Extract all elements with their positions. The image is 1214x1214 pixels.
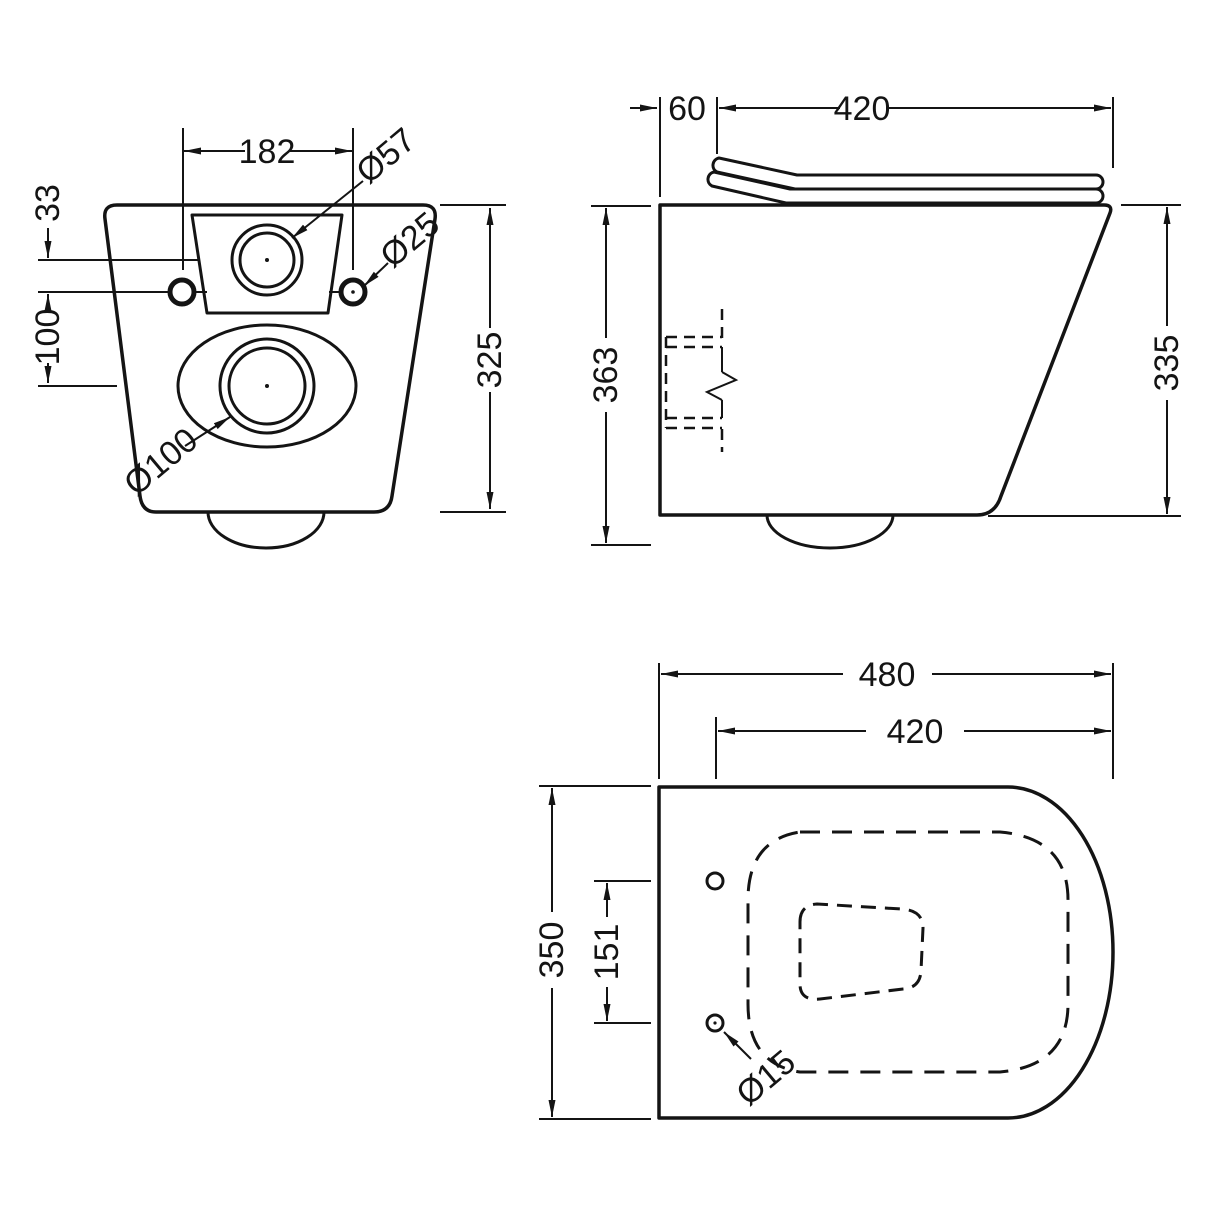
side-body-outline <box>658 203 1113 517</box>
outlet-outer-circle <box>218 337 316 435</box>
flush-inlet-center-mark <box>265 258 269 262</box>
rear-inlet-panel <box>190 213 344 315</box>
dia-hinge-hole-label: Ø15 <box>729 1043 803 1113</box>
leader-line <box>291 180 364 239</box>
top-body-outline <box>657 785 1115 1120</box>
hinge-hole-upper <box>705 871 725 891</box>
hinge-hole-center-mark <box>713 1021 717 1025</box>
top-view: 480 420 350 151 Ø15 <box>533 656 1115 1120</box>
fixing-hole-right-center-mark <box>351 290 355 294</box>
leader-line <box>184 416 231 447</box>
dim-back-offset-label: 60 <box>668 90 706 128</box>
dim-overall-projection-label: 480 <box>859 656 916 694</box>
dim-hole-spacing-label: 182 <box>239 133 296 171</box>
flush-inlet-outer-circle <box>230 223 304 297</box>
dim-rear-height-label: 325 <box>471 332 509 389</box>
rear-trap-bump <box>206 510 326 550</box>
flush-inlet-inner-circle <box>238 231 296 289</box>
dim-seat-projection-label: 420 <box>887 713 944 751</box>
side-view: 60 420 363 335 <box>587 90 1186 550</box>
dim-inlet-outlet-label: 100 <box>29 309 67 366</box>
dim-hinge-spacing-label: 151 <box>588 924 626 981</box>
outlet-recess-ellipse <box>176 323 358 449</box>
dim-total-height-label: 363 <box>587 347 625 404</box>
hidden-fixing-bracket <box>664 309 739 452</box>
leader-line <box>723 1031 752 1060</box>
rear-body-outline <box>103 203 437 514</box>
leader-line <box>363 262 389 287</box>
side-trap-bump <box>765 513 895 550</box>
dim-overall-width-label: 350 <box>533 922 571 979</box>
break-zigzag <box>704 371 739 401</box>
outlet-center-mark <box>265 384 269 388</box>
fixing-hole-left <box>167 277 197 307</box>
dim-seat-length-label: 420 <box>834 90 891 128</box>
hinge-hole-lower <box>705 1013 725 1033</box>
rear-view: 182 33 100 325 Ø57 Ø25 Ø100 <box>29 121 509 550</box>
dia-outlet-label: Ø100 <box>117 421 205 504</box>
seat-ring-profile <box>706 170 1105 205</box>
dia-flush-inlet-label: Ø57 <box>349 121 423 191</box>
dim-body-height-label: 335 <box>1148 335 1186 392</box>
water-pool-hidden-outline <box>798 902 925 1001</box>
bowl-rim-hidden-outline <box>746 830 1070 1074</box>
outlet-inner-circle <box>227 346 307 426</box>
dim-top-offset-label: 33 <box>29 184 67 222</box>
